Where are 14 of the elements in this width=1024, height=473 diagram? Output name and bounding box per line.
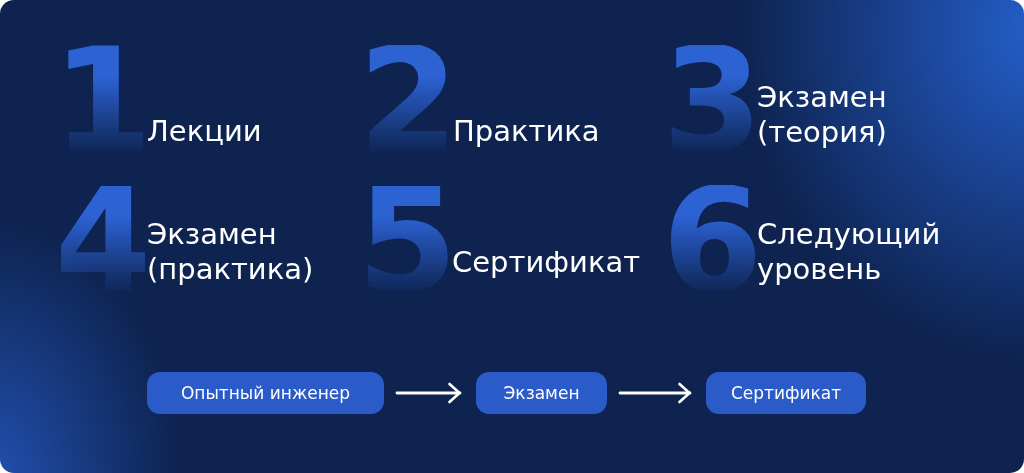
step-title: Экзамен (теория) (757, 80, 887, 150)
step-number: 6 (671, 185, 755, 291)
arrow (395, 382, 462, 404)
stage-pill: Опытный инженер (147, 372, 384, 414)
stage-pill: Экзамен (476, 372, 607, 414)
stage-pill: Сертификат (706, 372, 866, 414)
step-number: 4 (61, 185, 145, 291)
step-title: Экзамен (практика) (147, 217, 314, 287)
arrow (618, 382, 692, 404)
step-title: Сертификат (452, 245, 641, 280)
step-number: 5 (366, 185, 450, 291)
step-title: Практика (453, 114, 600, 149)
step-title: Лекции (147, 114, 262, 149)
step-title: Следующий уровень (757, 217, 941, 287)
